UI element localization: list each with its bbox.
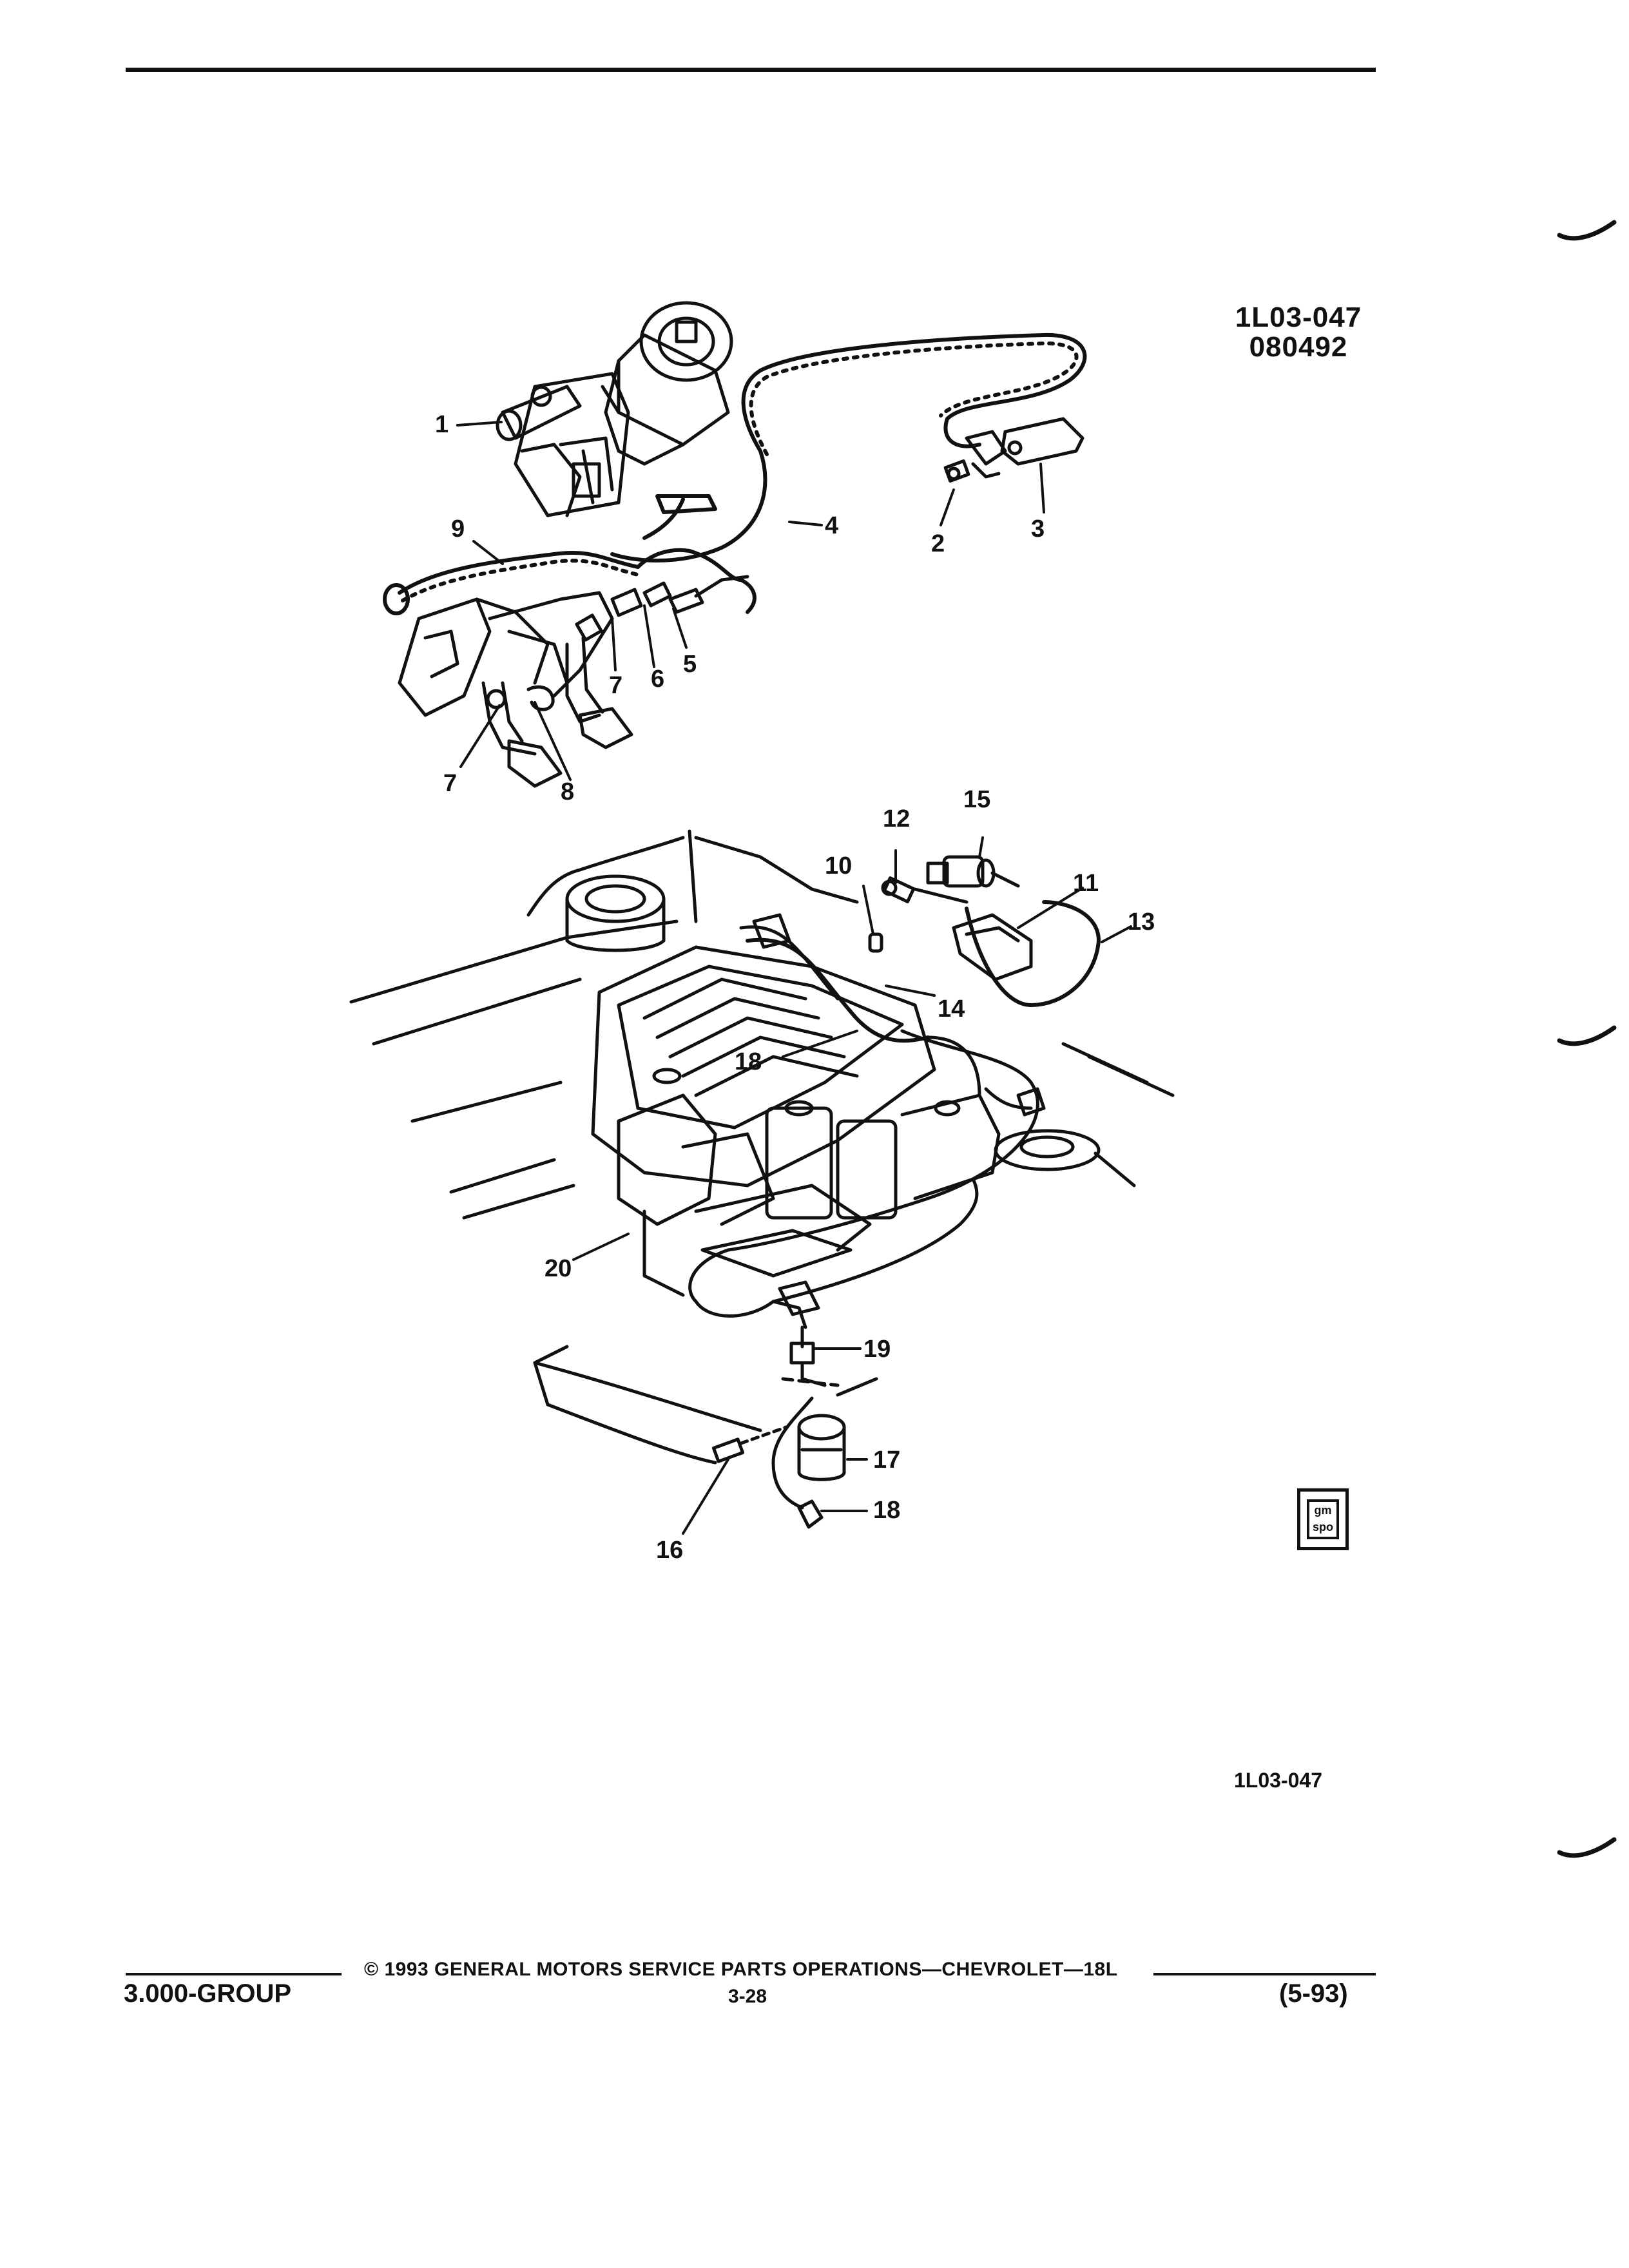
- figure-code-line2: 080492: [1249, 331, 1348, 363]
- logo-text-top: gm: [1314, 1504, 1332, 1517]
- callout-4: 4: [825, 512, 839, 539]
- callout-13: 13: [1128, 908, 1155, 936]
- callout-10: 10: [825, 852, 853, 879]
- engine-bay-illustration: [349, 829, 1175, 1329]
- part-10-clip: [868, 932, 883, 953]
- callout-15: 15: [963, 786, 991, 813]
- top-rule: [126, 68, 1376, 72]
- callout-6: 6: [651, 666, 665, 693]
- footer-rule-right: [1153, 1973, 1376, 1975]
- harness-9: [383, 494, 757, 615]
- callout-1: 1: [435, 411, 449, 438]
- callout-14: 14: [938, 995, 965, 1023]
- callout-16: 16: [656, 1537, 684, 1564]
- callout-20: 20: [545, 1255, 572, 1282]
- callout-7b: 7: [443, 770, 458, 797]
- part-12-screw: [881, 876, 916, 903]
- leader-lines-upper: [456, 421, 1045, 781]
- gm-spo-logo-inner: gm spo: [1307, 1499, 1339, 1539]
- callout-11: 11: [1073, 870, 1099, 897]
- footer-copyright: © 1993 GENERAL MOTORS SERVICE PARTS OPER…: [364, 1959, 1118, 1980]
- part-15-valve: [926, 855, 1020, 888]
- footer-rule-left: [126, 1973, 342, 1975]
- callout-18b: 18: [873, 1497, 901, 1524]
- callout-2: 2: [931, 530, 945, 557]
- cruise-module-illustration: [496, 301, 733, 517]
- footer-date: (5-93): [1279, 1979, 1348, 2008]
- cable-4: [610, 332, 1087, 562]
- figure-code-top: 1L03-047 080492: [1215, 303, 1382, 362]
- figure-code-bottom: 1L03-047: [1234, 1769, 1322, 1792]
- leader-lines-lower: [572, 836, 1132, 1535]
- callout-3: 3: [1031, 515, 1045, 543]
- part-11-bracket: [952, 913, 1033, 981]
- callout-5: 5: [683, 651, 697, 678]
- figure-code-line1: 1L03-047: [1235, 302, 1362, 333]
- callout-7a: 7: [609, 672, 623, 699]
- gm-spo-logo: gm spo: [1297, 1488, 1349, 1550]
- callout-17: 17: [873, 1446, 901, 1474]
- footer-group: 3.000-GROUP: [124, 1979, 292, 2008]
- part-2-screw: [943, 459, 970, 483]
- callout-9: 9: [451, 515, 465, 543]
- part-3-bracket: [965, 417, 1084, 479]
- callout-8: 8: [561, 778, 575, 805]
- callout-18a: 18: [735, 1048, 762, 1075]
- footer-page-number: 3-28: [728, 1986, 767, 2007]
- connectors-5-6: [610, 575, 749, 617]
- logo-text-bottom: spo: [1312, 1521, 1333, 1533]
- canister-assembly: [533, 1325, 878, 1529]
- callout-12: 12: [883, 805, 911, 832]
- pedal-bracket-assembly: [398, 591, 633, 788]
- callout-19: 19: [863, 1336, 891, 1363]
